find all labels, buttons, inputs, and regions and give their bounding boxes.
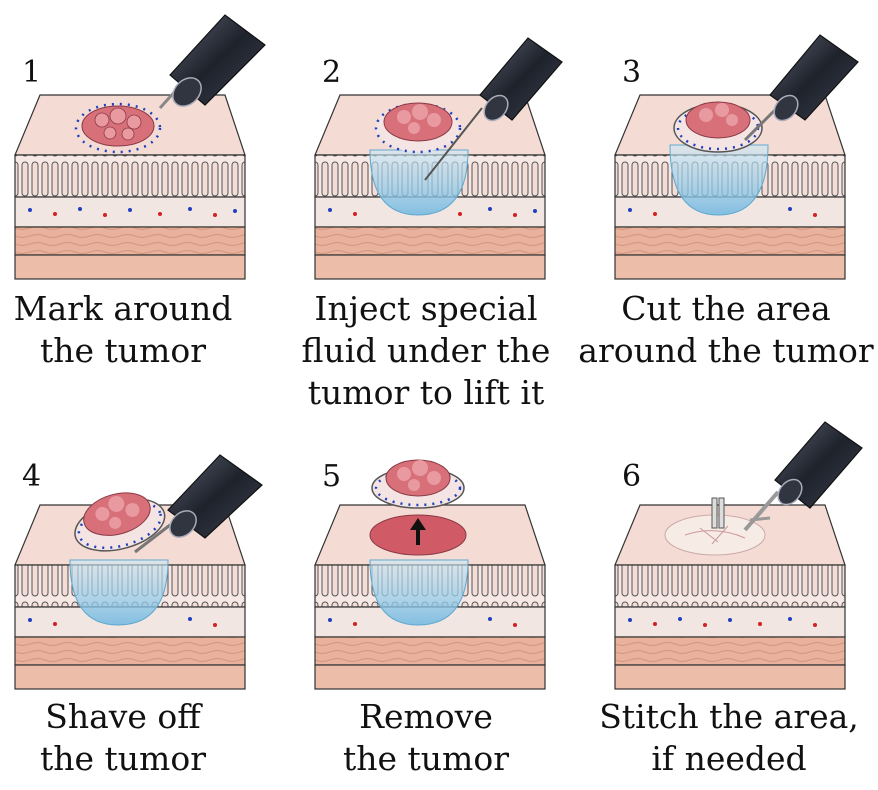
caption-line: Mark around xyxy=(0,288,246,330)
step-caption: Cut the area around the tumor xyxy=(576,288,876,372)
step-caption: Mark around the tumor xyxy=(0,288,246,372)
muscle-layer xyxy=(15,227,245,255)
step-panel-1: 1 Mark around the tumor xyxy=(0,0,292,390)
step-number: 5 xyxy=(322,462,341,492)
endoscope xyxy=(160,15,265,112)
illustration-mark-tumor xyxy=(0,0,292,290)
illustration-shave-tumor xyxy=(0,400,292,700)
caption-line: the tumor xyxy=(0,330,246,372)
step-number: 2 xyxy=(322,58,341,88)
muscle-layer xyxy=(15,637,245,665)
outer-layer xyxy=(615,665,845,689)
step-number: 4 xyxy=(22,462,41,492)
caption-line: the tumor xyxy=(0,738,246,780)
step-caption: Shave off the tumor xyxy=(0,696,246,780)
muscle-layer xyxy=(315,227,545,255)
step-panel-5: 5 Remove the tumor xyxy=(300,400,592,790)
step-panel-6: 6 Stitch the area, if needed xyxy=(600,400,878,790)
step-panel-3: 3 Cut the area around the tumor xyxy=(600,0,878,390)
mucosa-layer xyxy=(15,155,245,197)
muscle-layer xyxy=(615,227,845,255)
caption-line: the tumor xyxy=(296,738,556,780)
caption-line: Cut the area xyxy=(576,288,876,330)
caption-line: fluid under the xyxy=(280,330,572,372)
step-panel-2: 2 Inject special fluid under the tumor t… xyxy=(300,0,592,390)
caption-line: around the tumor xyxy=(576,330,876,372)
step-number: 3 xyxy=(622,58,641,88)
outer-layer xyxy=(15,255,245,279)
muscle-layer xyxy=(615,637,845,665)
illustration-stitch-area xyxy=(600,400,878,700)
caption-line: Remove xyxy=(296,696,556,738)
caption-line: Shave off xyxy=(0,696,246,738)
mucosa-layer xyxy=(615,565,845,607)
lifted-tumor xyxy=(372,460,464,508)
illustration-cut-area xyxy=(600,0,878,290)
step-caption: Stitch the area, if needed xyxy=(590,696,868,780)
outer-layer xyxy=(15,665,245,689)
step-number: 6 xyxy=(622,462,641,492)
outer-layer xyxy=(615,255,845,279)
step-caption: Inject special fluid under the tumor to … xyxy=(280,288,572,414)
caption-line: Stitch the area, xyxy=(590,696,868,738)
outer-layer xyxy=(315,665,545,689)
muscle-layer xyxy=(315,637,545,665)
step-caption: Remove the tumor xyxy=(296,696,556,780)
outer-layer xyxy=(315,255,545,279)
caption-line: Inject special xyxy=(280,288,572,330)
step-number: 1 xyxy=(22,58,41,88)
illustration-remove-tumor xyxy=(300,400,592,700)
step-panel-4: 4 Shave off the tumor xyxy=(0,400,292,790)
caption-line: if needed xyxy=(590,738,868,780)
illustration-inject-fluid xyxy=(300,0,592,290)
